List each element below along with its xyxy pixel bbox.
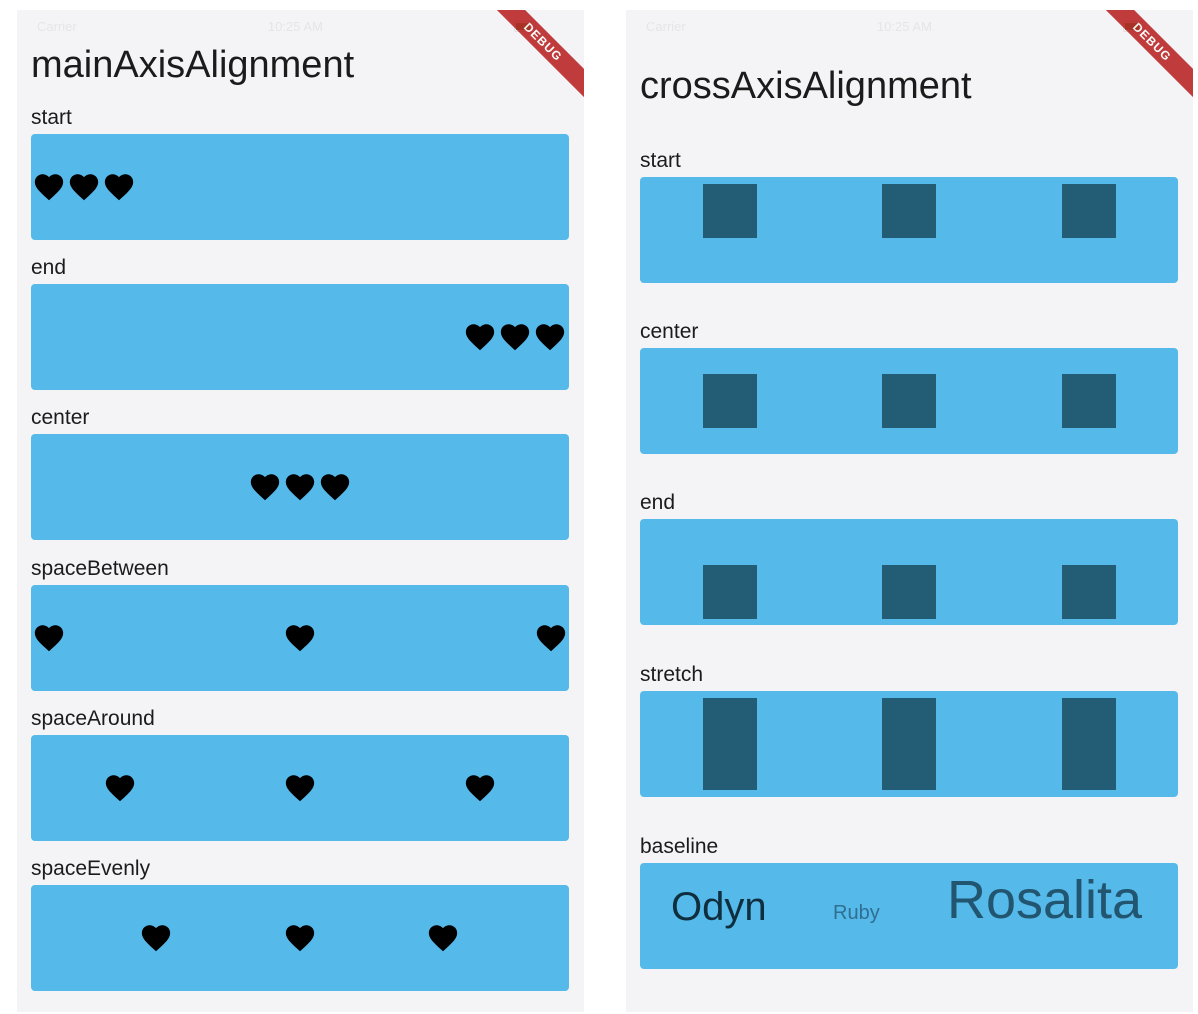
status-time: 10:25 AM xyxy=(876,18,932,34)
row-cross-start xyxy=(640,177,1178,283)
section-label-spacebetween: spaceBetween xyxy=(31,557,169,580)
square-box xyxy=(703,565,757,619)
section-label-start: start xyxy=(640,149,681,172)
carrier-label: Carrier xyxy=(37,18,77,34)
heart-icon xyxy=(102,170,136,204)
baseline-word-odyn: Odyn xyxy=(671,885,767,929)
baseline-word-rosalita: Rosalita xyxy=(947,870,1143,930)
section-label-center: center xyxy=(31,406,90,429)
row-spaceevenly xyxy=(31,885,569,991)
row-cross-baseline: Odyn Ruby Rosalita xyxy=(640,863,1178,969)
status-time: 10:25 AM xyxy=(267,18,323,34)
square-box xyxy=(703,184,757,238)
page-title: mainAxisAlignment xyxy=(31,44,355,86)
square-box xyxy=(882,374,936,428)
heart-icon xyxy=(426,921,460,955)
heart-icon xyxy=(67,170,101,204)
square-box xyxy=(703,374,757,428)
heart-icon xyxy=(139,921,173,955)
section-label-end: end xyxy=(640,491,676,514)
section-label-end: end xyxy=(31,256,67,279)
row-spacearound xyxy=(31,735,569,841)
heart-icon xyxy=(534,621,568,655)
square-box xyxy=(882,698,936,790)
heart-icon xyxy=(283,771,317,805)
section-label-stretch: stretch xyxy=(640,663,704,686)
page-title: crossAxisAlignment xyxy=(640,65,972,107)
square-box xyxy=(1062,565,1116,619)
heart-icon xyxy=(248,470,282,504)
row-cross-end xyxy=(640,519,1178,625)
row-spacebetween xyxy=(31,585,569,691)
row-end xyxy=(31,284,569,390)
square-box xyxy=(703,698,757,790)
carrier-label: Carrier xyxy=(646,18,686,34)
square-box xyxy=(882,184,936,238)
cross-axis-screen: Carrier 10:25 AM DEBUG crossAxisAlignmen… xyxy=(626,10,1193,1012)
baseline-word-ruby: Ruby xyxy=(833,902,880,924)
heart-icon xyxy=(463,320,497,354)
row-cross-center xyxy=(640,348,1178,454)
section-label-baseline: baseline xyxy=(640,835,719,858)
heart-icon xyxy=(32,621,66,655)
square-box xyxy=(882,565,936,619)
heart-icon xyxy=(283,921,317,955)
section-label-spacearound: spaceAround xyxy=(31,707,155,730)
status-bar: Carrier 10:25 AM xyxy=(17,10,584,42)
status-bar: Carrier 10:25 AM xyxy=(626,10,1193,42)
row-cross-stretch xyxy=(640,691,1178,797)
square-box xyxy=(1062,698,1116,790)
heart-icon xyxy=(283,470,317,504)
row-center xyxy=(31,434,569,540)
heart-icon xyxy=(533,320,567,354)
section-label-spaceevenly: spaceEvenly xyxy=(31,857,151,880)
square-box xyxy=(1062,184,1116,238)
heart-icon xyxy=(463,771,497,805)
row-start xyxy=(31,134,569,240)
heart-icon xyxy=(32,170,66,204)
heart-icon xyxy=(498,320,532,354)
heart-icon xyxy=(103,771,137,805)
main-axis-screen: Carrier 10:25 AM DEBUG mainAxisAlignment… xyxy=(17,10,584,1012)
square-box xyxy=(1062,374,1116,428)
section-label-start: start xyxy=(31,106,72,129)
heart-icon xyxy=(318,470,352,504)
section-label-center: center xyxy=(640,320,699,343)
heart-icon xyxy=(283,621,317,655)
